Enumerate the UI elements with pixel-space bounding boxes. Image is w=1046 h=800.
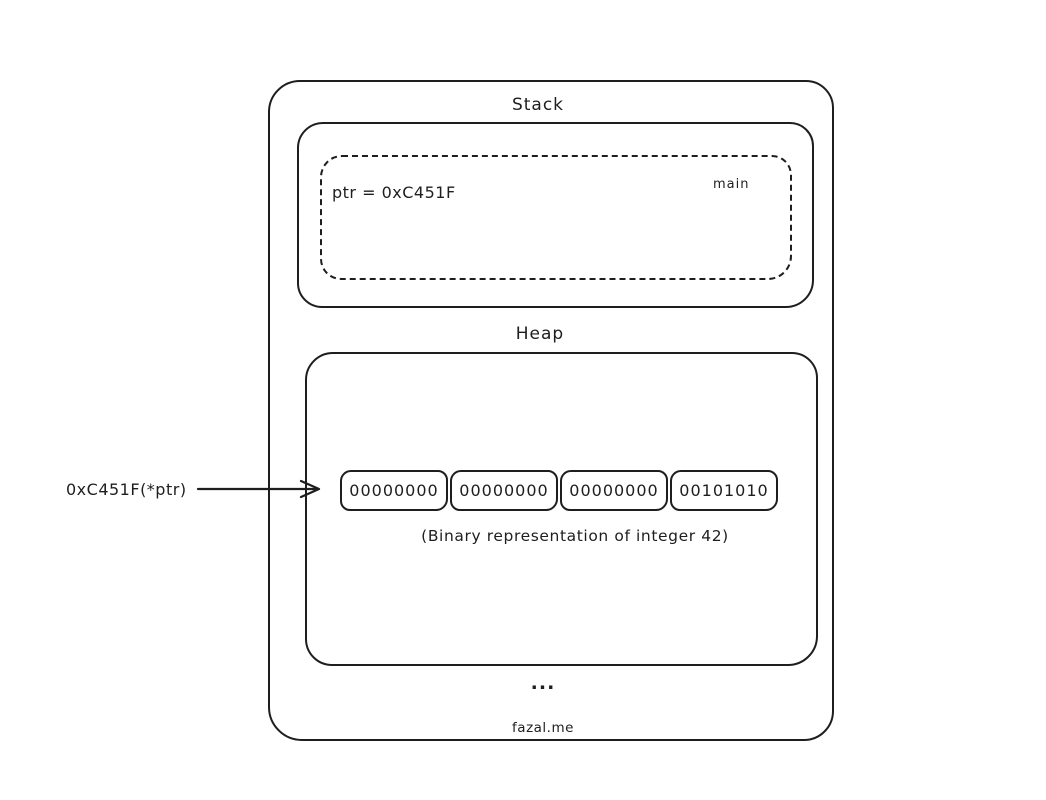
byte-cell: 00000000 [560, 470, 668, 511]
watermark-text: fazal.me [512, 720, 574, 736]
stack-variable-text: ptr = 0xC451F [332, 183, 456, 202]
stack-frame-dashed-box [320, 155, 792, 280]
memory-region-box [268, 80, 834, 741]
pointer-address-label: 0xC451F(*ptr) [66, 480, 187, 499]
byte-row: 00000000 00000000 00000000 00101010 [340, 470, 778, 511]
heap-title: Heap [515, 324, 565, 344]
pointer-arrow-icon [196, 479, 321, 499]
stack-box [297, 122, 814, 308]
byte-cell: 00101010 [670, 470, 778, 511]
binary-representation-caption: (Binary representation of integer 42) [421, 527, 729, 545]
stack-frame-label: main [713, 177, 750, 192]
heap-box [305, 352, 818, 666]
stack-title: Stack [511, 95, 565, 115]
byte-cell: 00000000 [340, 470, 448, 511]
ellipsis-text: ... [530, 672, 556, 694]
byte-cell: 00000000 [450, 470, 558, 511]
